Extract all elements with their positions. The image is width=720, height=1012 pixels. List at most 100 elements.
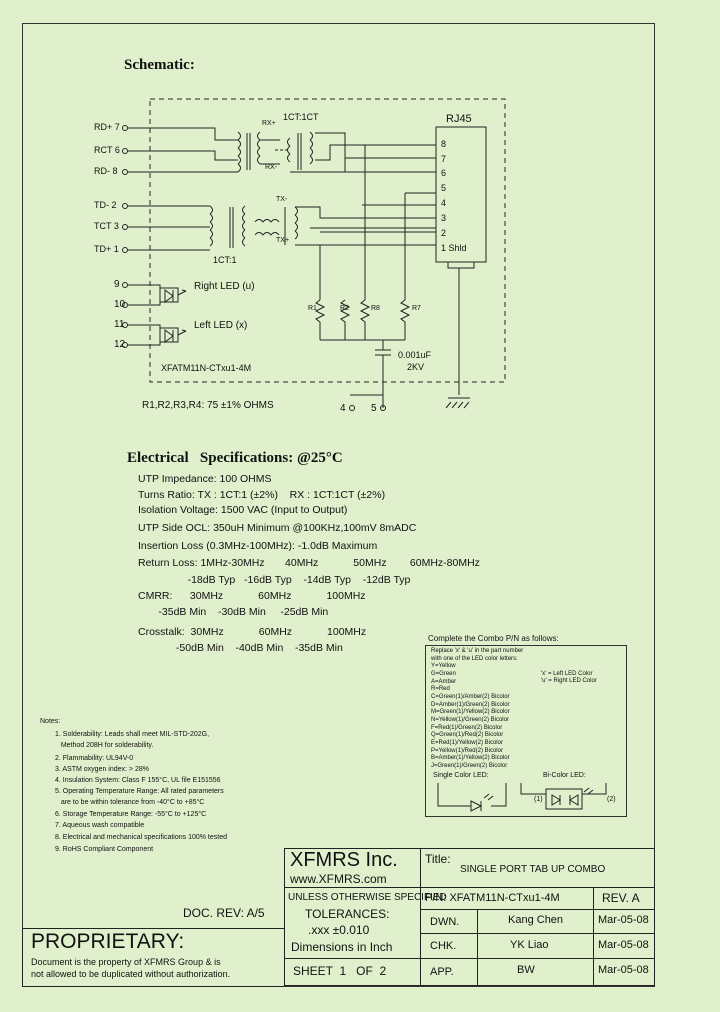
spec-cmrr: CMRR: 30MHz 60MHz 100MHz — [138, 590, 366, 602]
resistor-r2: R2 — [340, 305, 349, 312]
ratio-rx-label: 1CT:1CT — [283, 112, 319, 122]
combo-line: Replace 'x' & 'u' in the part number — [431, 648, 524, 654]
combo-line: R=Red — [431, 686, 450, 693]
company-website: www.XFMRS.com — [290, 872, 387, 886]
combo-line: P=Yellow(1)/Red(2) Bicolor — [431, 747, 503, 754]
tolerance-line-3: .xxx ±0.010 — [308, 923, 370, 937]
app-date-cell — [593, 958, 655, 986]
component-outline — [149, 98, 506, 383]
rj-pin-7: 7 — [441, 154, 447, 164]
note-1b: Method 208H for solderability. — [55, 742, 154, 749]
combo-line: E=Red(1)/Yellow(2) Bicolor — [431, 739, 503, 746]
pin-label-rd-minus: RD- 8 — [94, 166, 118, 176]
led-pin-11: 11 — [114, 319, 125, 330]
spec-ocl: UTP Side OCL: 350uH Minimum @100KHz,100m… — [138, 522, 417, 534]
schematic-heading: Schematic: — [124, 57, 195, 73]
dwn-name: Kang Chen — [508, 914, 564, 926]
led-pin-12: 12 — [114, 339, 126, 350]
left-led-label: Left LED (x) — [194, 320, 248, 331]
resistor-r7: R7 — [412, 305, 421, 312]
resistor-note: R1,R2,R3,R4: 75 ±1% OHMS — [142, 400, 274, 411]
rj-pin-2: 2 — [441, 228, 447, 238]
rj-pin-1-shield: 1 Shld — [441, 243, 467, 253]
proprietary-line-1: Document is the property of XFMRS Group … — [31, 957, 221, 967]
rj-pin-3: 3 — [441, 213, 447, 223]
combo-line: F=Red(1)/Green(2) Bicolor — [431, 724, 503, 731]
note-4: 4. Insulation System: Class F 155°C, UL … — [55, 777, 221, 784]
single-color-label: Single Color LED: — [433, 772, 489, 779]
spec-return-loss: Return Loss: 1MHz-30MHz 40MHz 50MHz 60MH… — [138, 557, 480, 569]
spec-isolation: Isolation Voltage: 1500 VAC (Input to Ou… — [138, 504, 348, 516]
capacitor-value: 0.001uF — [398, 350, 432, 360]
revision: REV. A — [602, 891, 640, 905]
ground-pin-5: 5 — [371, 403, 377, 414]
tolerance-line-2: TOLERANCES: — [305, 907, 390, 921]
combo-line: M=Green(1)/Yellow(2) Bicolor — [431, 709, 510, 716]
spec-crosstalk-values: -50dB Min -40dB Min -35dB Min — [138, 642, 343, 654]
chk-label: CHK. — [430, 940, 457, 952]
rj-pin-6: 6 — [441, 168, 447, 178]
chk-date: Mar-05-08 — [598, 939, 649, 951]
rj-pin-4: 4 — [441, 198, 447, 208]
app-name-cell — [477, 958, 594, 986]
ground-pin-4: 4 — [340, 403, 346, 414]
bicolor-2-label: (2) — [607, 796, 616, 803]
right-led-label: Right LED (u) — [194, 281, 255, 292]
pin-label-tct: TCT 3 — [94, 221, 119, 231]
app-label: APP. — [430, 966, 454, 978]
pin-label-rd-plus: RD+ 7 — [94, 122, 120, 132]
x-color-desc: 'x' = Left LED Color — [541, 671, 593, 677]
proprietary-line-2: not allowed to be duplicated without aut… — [31, 969, 231, 979]
resistor-r1: R1 — [308, 305, 317, 312]
combo-led-box: Replace 'x' & 'u' in the part number wit… — [425, 645, 627, 817]
resistor-r8: R8 — [371, 305, 380, 312]
title-value: SINGLE PORT TAB UP COMBO — [460, 864, 606, 875]
sheet-number: SHEET 1 OF 2 — [293, 964, 387, 978]
rj-pin-8: 8 — [441, 139, 447, 149]
schematic-part-number: XFATM11N-CTxu1-4M — [161, 363, 252, 373]
dwn-date: Mar-05-08 — [598, 914, 649, 926]
company-name: XFMRS Inc. — [290, 849, 398, 871]
ratio-tx-label: 1CT:1 — [213, 255, 237, 265]
u-color-desc: 'u' = Right LED Color — [541, 678, 597, 684]
note-6: 6. Storage Temperature Range: -55°C to +… — [55, 811, 207, 818]
combo-line: J=Green(1)/Green(2) Bicolor — [431, 762, 508, 769]
title-label: Title: — [425, 852, 451, 866]
note-1: 1. Solderability: Leads shall meet MIL-S… — [55, 731, 210, 738]
bicolor-1-label: (1) — [534, 796, 543, 803]
spec-crosstalk: Crosstalk: 30MHz 60MHz 100MHz — [138, 626, 367, 638]
spec-cmrr-values: -35dB Min -30dB Min -25dB Min — [138, 606, 329, 618]
pin-label-td-minus: TD- 2 — [94, 200, 117, 210]
pin-label-rct: RCT 6 — [94, 145, 120, 155]
combo-line: G=Green — [431, 670, 456, 677]
rj45-shield-tab — [447, 261, 475, 269]
pin-label-td-plus: TD+ 1 — [94, 244, 119, 254]
tx-minus-label: TX- — [276, 196, 288, 203]
note-9: 9. RoHS Compliant Component — [55, 846, 154, 853]
proprietary-cell — [22, 928, 285, 987]
bicolor-label: Bi-Color LED: — [543, 772, 586, 779]
spec-return-loss-values: -18dB Typ -16dB Typ -14dB Typ -12dB Typ — [138, 574, 411, 586]
combo-line: C=Green(1)/Amber(2) Bicolor — [431, 693, 510, 700]
tolerance-line-4: Dimensions in Inch — [291, 940, 393, 954]
rj45-label: RJ45 — [446, 113, 472, 125]
led-pin-10: 10 — [114, 299, 126, 310]
schematic-diagram — [122, 98, 506, 411]
note-3: 3. ASTM oxygen index: > 28% — [55, 766, 149, 773]
note-5: 5. Operating Temperature Range: All rate… — [55, 788, 224, 795]
proprietary-heading: PROPRIETARY: — [31, 930, 185, 953]
combo-line: A=Amber — [431, 678, 457, 685]
note-8: 8. Electrical and mechanical specificati… — [55, 834, 227, 841]
spec-insertion-loss: Insertion Loss (0.3MHz-100MHz): -1.0dB M… — [138, 540, 378, 552]
led-symbols — [437, 783, 607, 812]
capacitor-voltage: 2KV — [407, 362, 425, 372]
note-7: 7. Aqueous wash compatible — [55, 822, 145, 829]
notes-title: Notes: — [40, 718, 61, 725]
combo-line: N=Yellow(1)/Green(2) Bicolor — [431, 716, 509, 723]
dwn-label: DWN. — [430, 916, 460, 928]
tx-plus-label: TX+ — [276, 237, 290, 244]
rx-plus-label: RX+ — [262, 120, 276, 127]
combo-line: Y=Yellow — [431, 663, 456, 670]
document-revision: DOC. REV: A/5 — [183, 906, 265, 920]
tolerance-line-1: UNLESS OTHERWISE SPECIFIED — [288, 892, 447, 903]
